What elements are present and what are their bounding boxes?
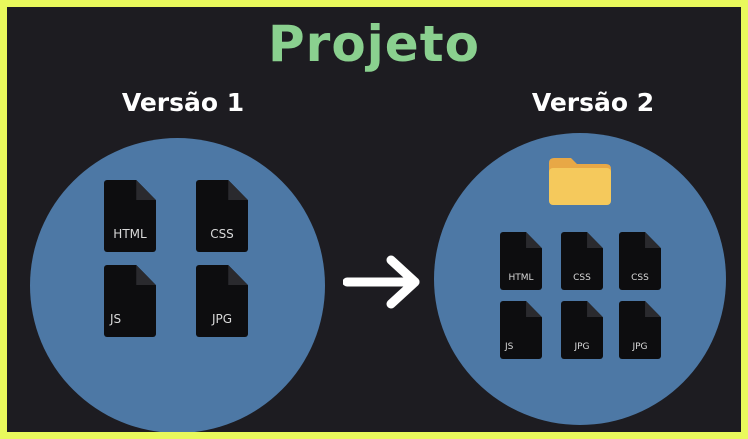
folder-icon xyxy=(549,158,611,205)
file-icon: JPG xyxy=(561,301,603,359)
file-ext-label: CSS xyxy=(631,273,649,283)
diagram-title: Projeto xyxy=(268,15,480,73)
file-ext-label: JS xyxy=(505,342,514,352)
version-1-circle xyxy=(30,138,325,432)
file-ext-label: CSS xyxy=(210,227,234,241)
file-ext-label: JPG xyxy=(211,312,233,326)
file-ext-label: HTML xyxy=(113,227,147,241)
file-ext-label: JPG xyxy=(632,342,648,352)
arrow-right-icon xyxy=(343,255,420,309)
file-ext-label: CSS xyxy=(573,273,591,283)
file-ext-label: JS xyxy=(110,312,122,326)
diagram-canvas: Projeto Versão 1 Versão 2 HTML CSS JS JP… xyxy=(7,7,741,432)
version-1-label: Versão 1 xyxy=(121,88,245,117)
version-2-label: Versão 2 xyxy=(531,88,655,117)
file-ext-label: HTML xyxy=(508,273,534,283)
file-ext-label: JPG xyxy=(574,342,590,352)
file-icon: HTML xyxy=(500,232,542,290)
